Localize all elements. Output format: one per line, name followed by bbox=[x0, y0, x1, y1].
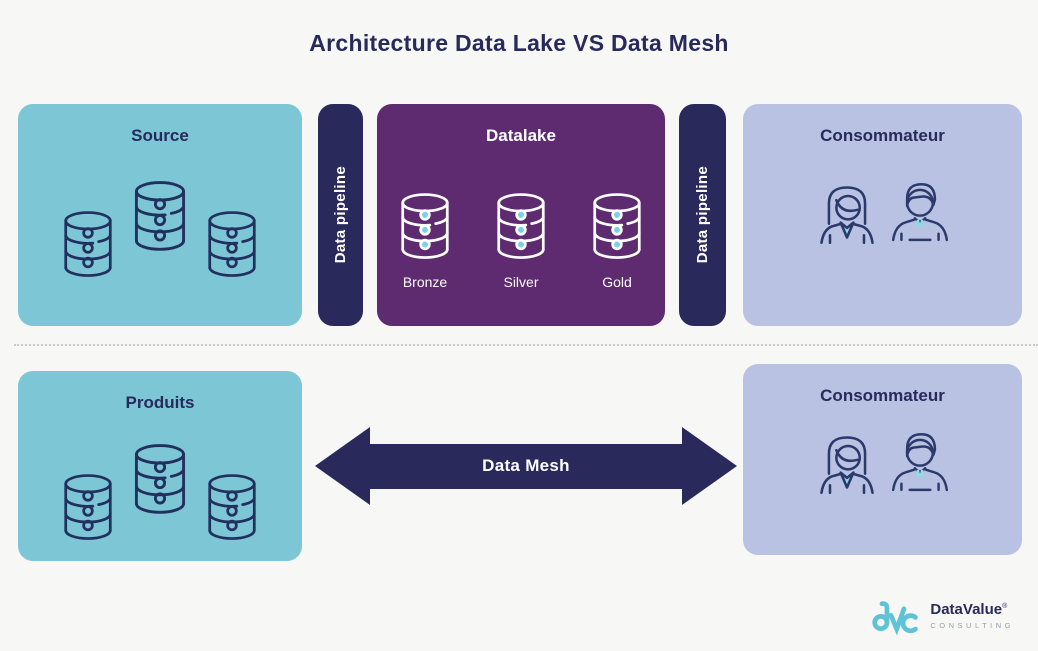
woman-icon bbox=[813, 428, 881, 498]
pipeline-right-label: Data pipeline bbox=[694, 166, 711, 264]
logo-subtitle: CONSULTING bbox=[930, 620, 1014, 630]
datalake-tiers: Bronze Silver Gold bbox=[377, 190, 665, 290]
data-pipeline-bar-right: Data pipeline bbox=[679, 104, 726, 326]
pipeline-left-label: Data pipeline bbox=[332, 166, 349, 264]
database-icon bbox=[57, 471, 119, 547]
data-pipeline-bar-left: Data pipeline bbox=[318, 104, 363, 326]
row-divider bbox=[14, 344, 1038, 346]
tier-gold-label: Gold bbox=[602, 274, 632, 290]
produits-databases bbox=[18, 441, 302, 547]
tier-bronze: Bronze bbox=[394, 190, 456, 290]
data-mesh-arrow: Data Mesh bbox=[315, 427, 737, 505]
database-icon bbox=[201, 208, 263, 284]
source-title: Source bbox=[131, 126, 189, 145]
man-icon bbox=[887, 172, 953, 248]
registered-mark: ® bbox=[1002, 603, 1008, 611]
logo-text: DataValue® CONSULTING bbox=[930, 602, 1014, 630]
tier-silver: Silver bbox=[490, 190, 552, 290]
datalake-box: Datalake Bronze Silver Gold bbox=[377, 104, 665, 326]
consumer-box-bottom: Consommateur bbox=[743, 364, 1022, 555]
man-icon bbox=[887, 422, 953, 498]
database-icon bbox=[394, 190, 456, 266]
source-box: Source bbox=[18, 104, 302, 326]
database-icon bbox=[127, 441, 193, 521]
database-icon bbox=[127, 178, 193, 258]
source-databases bbox=[18, 178, 302, 284]
consumer-box-top: Consommateur bbox=[743, 104, 1022, 326]
produits-box: Produits bbox=[18, 371, 302, 561]
woman-icon bbox=[813, 178, 881, 248]
produits-title: Produits bbox=[125, 393, 195, 412]
consumer-people bbox=[743, 172, 1022, 248]
tier-bronze-label: Bronze bbox=[402, 274, 448, 290]
tier-gold: Gold bbox=[586, 190, 648, 290]
datavalue-logo: DataValue® CONSULTING bbox=[870, 595, 1014, 637]
database-icon bbox=[586, 190, 648, 266]
tier-silver-label: Silver bbox=[503, 274, 539, 290]
database-icon bbox=[57, 208, 119, 284]
consumer-bottom-title: Consommateur bbox=[820, 386, 945, 405]
dvc-logo-mark-icon bbox=[870, 595, 922, 637]
database-icon bbox=[201, 471, 263, 547]
logo-name: DataValue® bbox=[930, 601, 1008, 619]
database-icon bbox=[490, 190, 552, 266]
datalake-title: Datalake bbox=[486, 126, 556, 145]
data-mesh-label: Data Mesh bbox=[482, 456, 570, 475]
consumer-people bbox=[743, 422, 1022, 498]
page-title: Architecture Data Lake VS Data Mesh bbox=[309, 30, 729, 56]
consumer-top-title: Consommateur bbox=[820, 126, 945, 145]
double-arrow-icon bbox=[315, 427, 737, 505]
